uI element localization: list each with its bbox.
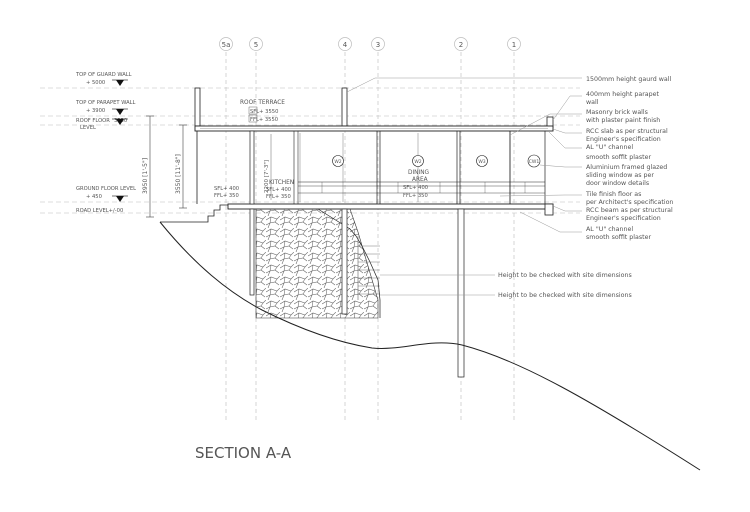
note-15: RCC beam as per structural [586, 207, 673, 214]
note-4: Masonry brick walls [586, 109, 648, 116]
stone-plinth [255, 208, 379, 319]
note-10: Aluminium framed glazed [586, 164, 667, 171]
level-name-ground: GROUND FLOOR LEVEL [76, 186, 136, 192]
level-name-road: ROAD LEVEL+/-00 [76, 208, 123, 214]
note-13: Tile finish floor as [585, 191, 641, 198]
level-name-parapet: TOP OF PARAPET WALL [75, 100, 136, 106]
label-dining-ffl: FFL+ 350 [403, 193, 428, 199]
staircase [317, 208, 381, 318]
drawing-title: SECTION A-A [195, 444, 292, 462]
dim-floor: 3550 [11'-8"] [175, 154, 182, 194]
guard-wall-left [194, 87, 201, 127]
column-4 [341, 208, 348, 315]
label-roof-ffl: FFL+ 3550 [250, 117, 278, 123]
level-value-guard: + 5000 [86, 80, 105, 86]
note-20: Height to be checked with site dimension… [498, 292, 632, 299]
grid-bubble-3 [371, 37, 385, 51]
label-left-sfl: SFL+ 400 [214, 186, 239, 192]
grid-label-3: 3 [376, 41, 380, 49]
grid-label-1: 1 [512, 41, 516, 49]
note-3: wall [586, 99, 599, 106]
grid-label-5: 5 [254, 41, 258, 49]
room-labels: ROOF TERRACE SFL+ 3550 FFL+ 3550 KITCHEN… [214, 100, 430, 200]
note-1: 1500mm height gaurd wall [586, 76, 671, 83]
note-2: 400mm height parapet [586, 91, 660, 98]
column-2 [457, 208, 465, 378]
label-kitchen-sfl: SFL+ 400 [266, 187, 291, 193]
level-lines [40, 87, 580, 214]
column-5 [249, 208, 255, 296]
grid-bubble-5 [249, 37, 263, 51]
label-kitchen-ffl: FFL+ 350 [266, 194, 291, 200]
level-value-ground: + 450 [86, 194, 102, 200]
grid-label-4: 4 [343, 41, 348, 49]
leader-lines [346, 77, 582, 296]
window-tag-3: W3 [478, 159, 485, 165]
level-value-parapet: + 3900 [86, 108, 105, 114]
dim-total: 3950 [1'-5"] [142, 158, 149, 194]
grid-bubble-5a [219, 37, 233, 51]
grid-label-2: 2 [459, 41, 463, 49]
window-tag-2: W2 [414, 159, 421, 165]
label-kitchen: KITCHEN [269, 180, 294, 186]
grid-label-5a: 5a [222, 41, 231, 49]
note-16: Engineer's specification [586, 215, 661, 222]
terrain-line [159, 221, 701, 471]
grid-bubble-2 [454, 37, 468, 51]
window-tag-4: CW1 [529, 159, 540, 165]
note-14: per Architect's specification [586, 199, 673, 206]
grid-bubbles: 5a 5 4 3 2 1 [219, 37, 521, 51]
note-9: smooth soffit plaster [586, 154, 652, 161]
level-name-guard: TOP OF GUARD WALL [75, 72, 132, 78]
grid-bubble-1 [507, 37, 521, 51]
building: W2 W2 W3 CW1 [159, 87, 701, 471]
guard-wall-right [341, 87, 348, 127]
dimensions: 3950 [1'-5"] 3550 [11'-8"] 2200 [7'-3"] [142, 115, 272, 218]
level-markers: TOP OF GUARD WALL + 5000 TOP OF PARAPET … [75, 72, 136, 214]
label-roof-sfl: SFL+ 3550 [250, 109, 278, 115]
window-tag-1: W2 [334, 159, 341, 165]
dim-kitchen: 2200 [7'-3"] [264, 160, 270, 193]
label-dining-sfl: SFL+ 400 [403, 185, 428, 191]
floor-slab [227, 203, 554, 210]
level-extra-roof: LEVEL [80, 125, 96, 131]
notes: 1500mm height gaurd wall 400mm height pa… [498, 76, 673, 299]
grid-bubble-4 [338, 37, 352, 51]
label-dining-area: AREA [412, 177, 428, 183]
label-left-ffl: FFL+ 350 [214, 193, 239, 199]
note-6: RCC slab as per structural [586, 128, 668, 135]
level-name-roof: ROOF FLOOR [76, 118, 110, 124]
note-5: with plaster paint finish [586, 117, 660, 124]
note-8: AL "U" channel [586, 144, 633, 151]
note-12: door window details [586, 180, 649, 187]
note-19: Height to be checked with site dimension… [498, 272, 632, 279]
label-roof-terrace: ROOF TERRACE [240, 100, 285, 106]
entry-steps [160, 204, 228, 223]
note-11: sliding window as per [586, 172, 654, 179]
note-7: Engineer's specification [586, 136, 661, 143]
note-17: AL "U" channel [586, 226, 633, 233]
label-dining: DINING [408, 170, 430, 176]
kitchen-wall [249, 130, 255, 205]
note-18: smooth soffit plaster [586, 234, 652, 241]
